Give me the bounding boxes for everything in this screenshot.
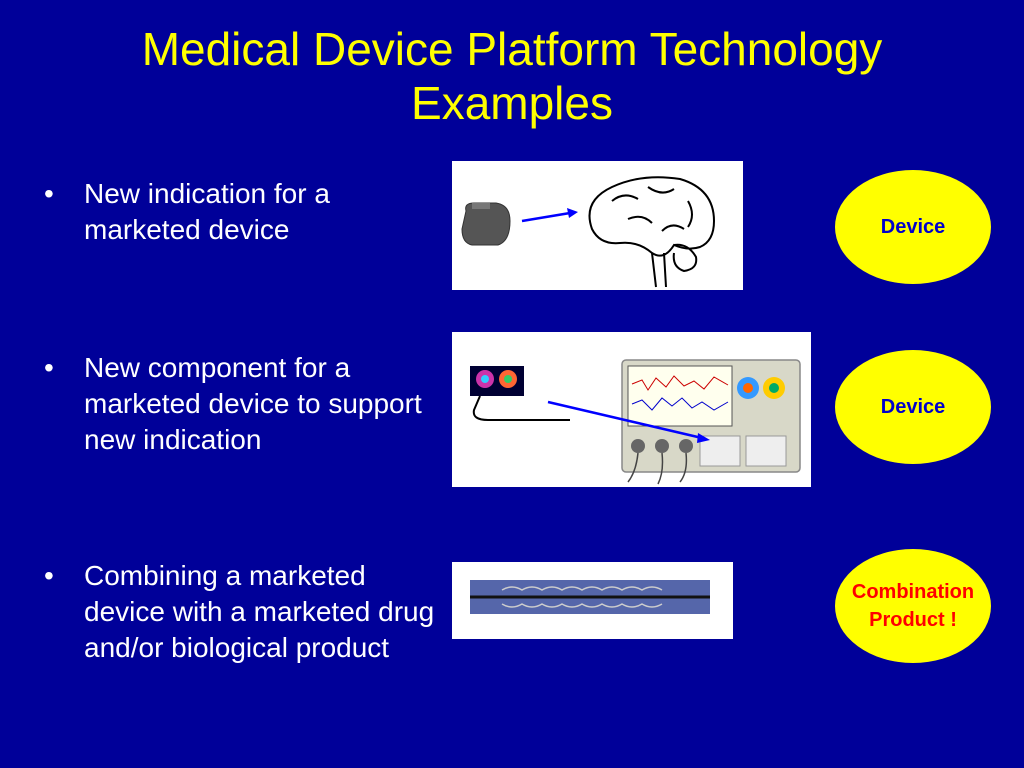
- bullet-text: New indication for a marketed device: [84, 178, 330, 245]
- arrow-line: [547, 400, 703, 440]
- oscilloscope-icon: [621, 359, 801, 485]
- oval-label: Device: [880, 396, 946, 418]
- bullet-text: Combining a marketed device with a marke…: [84, 560, 435, 663]
- stent-catheter-illustration: [470, 580, 710, 614]
- arrow-head: [567, 208, 578, 218]
- pacemaker-brain-illustration: [461, 176, 716, 288]
- image-panel-neurostimulator: [452, 161, 743, 290]
- bullet-dot: •: [44, 178, 54, 209]
- bullet-dot: •: [44, 352, 54, 383]
- monitor-electrode-illustration: [470, 359, 801, 485]
- oval-label-line2: Product !: [869, 609, 957, 631]
- arrow-line: [521, 211, 571, 223]
- pacemaker-icon: [461, 202, 511, 246]
- image-panel-stent: [452, 562, 733, 639]
- oval-label-line1: Combination: [851, 581, 975, 603]
- device-oval-2: Device: [835, 350, 991, 464]
- bullet-dot: •: [44, 560, 54, 591]
- combination-product-oval: Combination Product !: [835, 549, 991, 663]
- slide-title: Medical Device Platform Technology Examp…: [0, 22, 1024, 130]
- arrow-head: [697, 433, 710, 443]
- device-oval-1: Device: [835, 170, 991, 284]
- image-panel-monitor: [452, 332, 811, 487]
- stent-catheter-icon: [470, 580, 710, 614]
- bullet-text: New component for a marketed device to s…: [84, 352, 422, 455]
- slide-title-line2: Examples: [411, 77, 613, 129]
- brain-icon: [588, 176, 716, 288]
- oval-label: Device: [880, 216, 946, 238]
- slide-title-line1: Medical Device Platform Technology: [141, 23, 883, 75]
